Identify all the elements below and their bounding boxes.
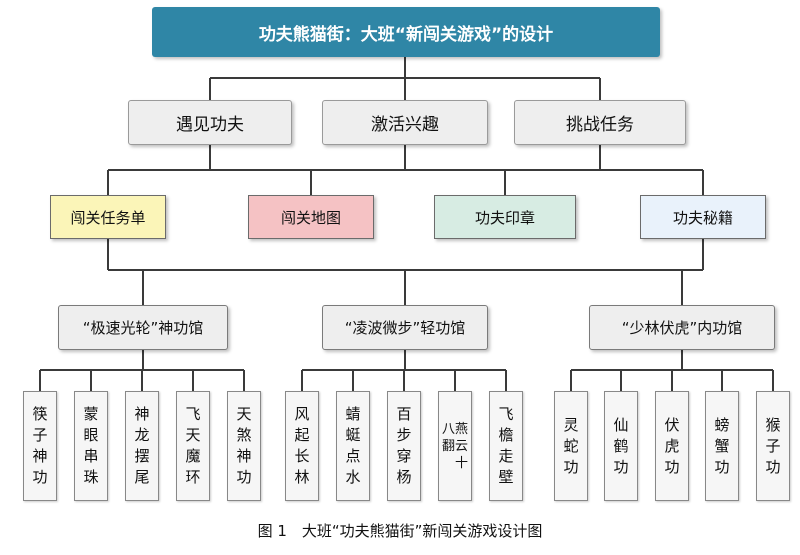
leaf-label: 百步穿杨 [396,405,412,486]
leaf-node: 飞天魔环 [176,391,210,501]
node-level1-meet-kungfu: 遇见功夫 [128,100,292,145]
node-hall-speed: “极速光轮”神功馆 [58,305,228,350]
node-hall-inner: “少林伏虎”内功馆 [589,305,775,350]
leaf-label: 神龙摆尾 [134,405,150,486]
leaf-label: 风起长林 [294,405,310,486]
leaf-node: 燕云十八翻 [438,391,472,501]
leaf-label: 灵蛇功 [563,415,579,476]
leaf-node: 伏虎功 [655,391,689,501]
leaf-node: 猴子功 [756,391,790,501]
leaf-label: 天煞神功 [236,405,252,486]
node-level2-task-sheet: 闯关任务单 [50,195,166,239]
leaf-label: 飞天魔环 [185,405,201,486]
leaf-node: 蒙眼串珠 [74,391,108,501]
leaf-node: 灵蛇功 [554,391,588,501]
diagram-title: 功夫熊猫街：大班“新闯关游戏”的设计 [152,7,660,57]
node-level2-stamp: 功夫印章 [434,195,576,239]
leaf-node: 筷子神功 [23,391,57,501]
node-level2-map: 闯关地图 [248,195,374,239]
leaf-label: 螃蟹功 [714,415,730,476]
leaf-node: 神龙摆尾 [125,391,159,501]
leaf-node: 飞檐走壁 [489,391,523,501]
node-hall-light: “凌波微步”轻功馆 [322,305,488,350]
leaf-label: 燕云十八翻 [441,421,469,471]
leaf-node: 百步穿杨 [387,391,421,501]
figure-caption: 图 1 大班“功夫熊猫街”新闯关游戏设计图 [257,522,543,540]
leaf-label: 飞檐走壁 [498,405,514,486]
leaf-label: 仙鹤功 [613,415,629,476]
leaf-node: 天煞神功 [227,391,261,501]
leaf-label: 伏虎功 [664,415,680,476]
node-level1-challenge-task: 挑战任务 [514,100,686,145]
leaf-node: 螃蟹功 [705,391,739,501]
leaf-label: 猴子功 [765,415,781,476]
leaf-label: 蜻蜓点水 [345,405,361,486]
leaf-label: 蒙眼串珠 [83,405,99,486]
leaf-label: 筷子神功 [32,405,48,486]
leaf-node: 仙鹤功 [604,391,638,501]
node-level2-secret-book: 功夫秘籍 [640,195,766,239]
leaf-node: 风起长林 [285,391,319,501]
leaf-node: 蜻蜓点水 [336,391,370,501]
node-level1-activate-interest: 激活兴趣 [322,100,488,145]
